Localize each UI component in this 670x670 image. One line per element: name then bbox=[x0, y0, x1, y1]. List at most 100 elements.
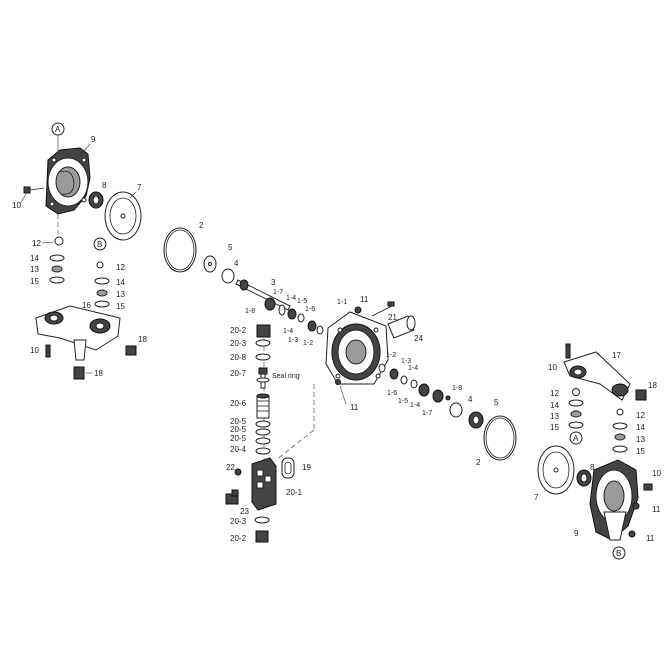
bushing-1-5-right bbox=[418, 383, 430, 397]
oring-20-3-top bbox=[255, 339, 271, 347]
label-18a: 18 bbox=[138, 335, 147, 344]
label-7b: 7 bbox=[534, 493, 539, 502]
manifold-17-right bbox=[563, 351, 631, 401]
label-20-3a: 20-3 bbox=[230, 339, 247, 348]
ring-1-6-right bbox=[410, 379, 418, 389]
seat-13-right bbox=[570, 410, 582, 418]
oring-20-5c bbox=[255, 437, 271, 445]
label-18b: 18 bbox=[94, 369, 103, 378]
label-11e: 11 bbox=[646, 534, 655, 543]
label-8b: 8 bbox=[590, 463, 595, 472]
foot-18-right bbox=[125, 345, 137, 356]
bolt-10-right-top bbox=[565, 343, 571, 359]
ball-12-right bbox=[572, 388, 580, 396]
label-7: 7 bbox=[137, 183, 142, 192]
pin-1-8-right bbox=[445, 395, 451, 401]
label-14: 14 bbox=[30, 254, 39, 263]
callout-b-left-label: B bbox=[97, 240, 102, 249]
label-10b: 10 bbox=[30, 346, 39, 355]
label-22: 22 bbox=[226, 463, 235, 472]
bushing-1-3-left bbox=[307, 320, 317, 332]
bolt-10-left bbox=[23, 186, 45, 194]
label-19: 19 bbox=[302, 463, 311, 472]
label-11a: 11 bbox=[360, 295, 369, 304]
callout-b-left bbox=[93, 237, 107, 251]
label-10c: 10 bbox=[548, 363, 557, 372]
label-4a: 4 bbox=[234, 259, 239, 268]
label-15f: 15 bbox=[636, 447, 645, 456]
screw-11-right-b bbox=[628, 530, 636, 538]
center-shaft-assembly: 2 5 4 3 1-7 1-8 1-4 1-5 1-6 1-4 1-3 1-2 bbox=[163, 221, 517, 467]
label-1-8a: 1-8 bbox=[245, 308, 255, 315]
oring-2-right bbox=[483, 415, 517, 461]
label-9b: 9 bbox=[574, 529, 579, 538]
label-20-4: 20-4 bbox=[230, 445, 247, 454]
label-11d: 11 bbox=[652, 505, 661, 514]
plate-4-left bbox=[221, 268, 235, 284]
callout-b-bottom bbox=[612, 546, 626, 560]
ring-1-6-left bbox=[297, 313, 305, 323]
screw-22 bbox=[234, 468, 242, 476]
label-1-4a: 1-4 bbox=[286, 295, 296, 302]
label-15: 15 bbox=[30, 277, 39, 286]
oring-20-8 bbox=[255, 353, 271, 361]
label-20-5b: 20-5 bbox=[230, 425, 247, 434]
label-2b: 2 bbox=[476, 458, 481, 467]
spool-20-7 bbox=[256, 367, 270, 389]
outer-chamber-right bbox=[589, 459, 639, 541]
pilot-valve-assembly: 20-2 20-3 20-8 20-7 Seal ring 20-6 20-5 … bbox=[225, 324, 315, 543]
label-1-6b: 1-6 bbox=[387, 390, 397, 397]
oring-20-5a bbox=[255, 420, 271, 428]
oring-15-left bbox=[49, 276, 65, 284]
label-20-2a: 20-2 bbox=[230, 326, 247, 335]
label-1-7a: 1-7 bbox=[273, 289, 283, 296]
ball-12-right-b bbox=[616, 408, 624, 416]
label-20-5c: 20-5 bbox=[230, 434, 247, 443]
left-outer-chamber-assembly: A 9 10 8 7 12 14 13 bbox=[12, 122, 147, 380]
oring-1-4-right bbox=[400, 375, 408, 385]
label-21: 21 bbox=[388, 313, 397, 322]
valve-body-20-1 bbox=[251, 457, 277, 511]
label-1-4c: 1-4 bbox=[408, 365, 418, 372]
seal-ring-label: Seal ring bbox=[272, 373, 300, 380]
label-1-3b: 1-3 bbox=[401, 358, 411, 365]
label-15b: 15 bbox=[116, 302, 125, 311]
bushing-1-3-right bbox=[389, 368, 399, 380]
seat-14-right bbox=[568, 399, 584, 407]
plate-4-right bbox=[449, 402, 463, 418]
cap-20-2-top bbox=[256, 324, 271, 338]
label-18e: 18 bbox=[648, 381, 657, 390]
label-1-2a: 1-2 bbox=[303, 340, 313, 347]
ball-12-left bbox=[54, 236, 64, 246]
label-5a: 5 bbox=[228, 243, 233, 252]
label-1-5b: 1-5 bbox=[398, 398, 408, 405]
callout-a-right bbox=[569, 431, 583, 445]
label-20-5a: 20-5 bbox=[230, 417, 247, 426]
seat-14b-left bbox=[94, 277, 110, 285]
label-20-7: 20-7 bbox=[230, 369, 247, 378]
screw-11-right bbox=[632, 502, 640, 510]
oring-15-right bbox=[568, 421, 584, 429]
label-23: 23 bbox=[240, 507, 249, 516]
label-14b: 14 bbox=[116, 278, 125, 287]
plug-11-bottom bbox=[335, 379, 341, 385]
label-11b: 11 bbox=[350, 403, 359, 412]
label-13b: 13 bbox=[116, 290, 125, 299]
label-13f: 13 bbox=[636, 435, 645, 444]
diaphragm-7-left bbox=[104, 191, 142, 241]
muffler-24 bbox=[387, 315, 416, 339]
diaphragm-nut-8-right bbox=[576, 469, 592, 487]
shaft-3 bbox=[235, 279, 291, 311]
seat-14-right-b bbox=[612, 422, 628, 430]
label-12f: 12 bbox=[636, 411, 645, 420]
callout-a-top-label: A bbox=[55, 125, 61, 134]
label-13e: 13 bbox=[550, 412, 559, 421]
plug-11-top bbox=[354, 306, 362, 314]
label-5b: 5 bbox=[494, 398, 499, 407]
outer-chamber-left bbox=[45, 147, 91, 215]
ball-12b-left bbox=[96, 261, 104, 269]
cap-20-2-bottom bbox=[255, 530, 269, 543]
label-24: 24 bbox=[414, 334, 423, 343]
foot-18-left bbox=[73, 366, 85, 380]
